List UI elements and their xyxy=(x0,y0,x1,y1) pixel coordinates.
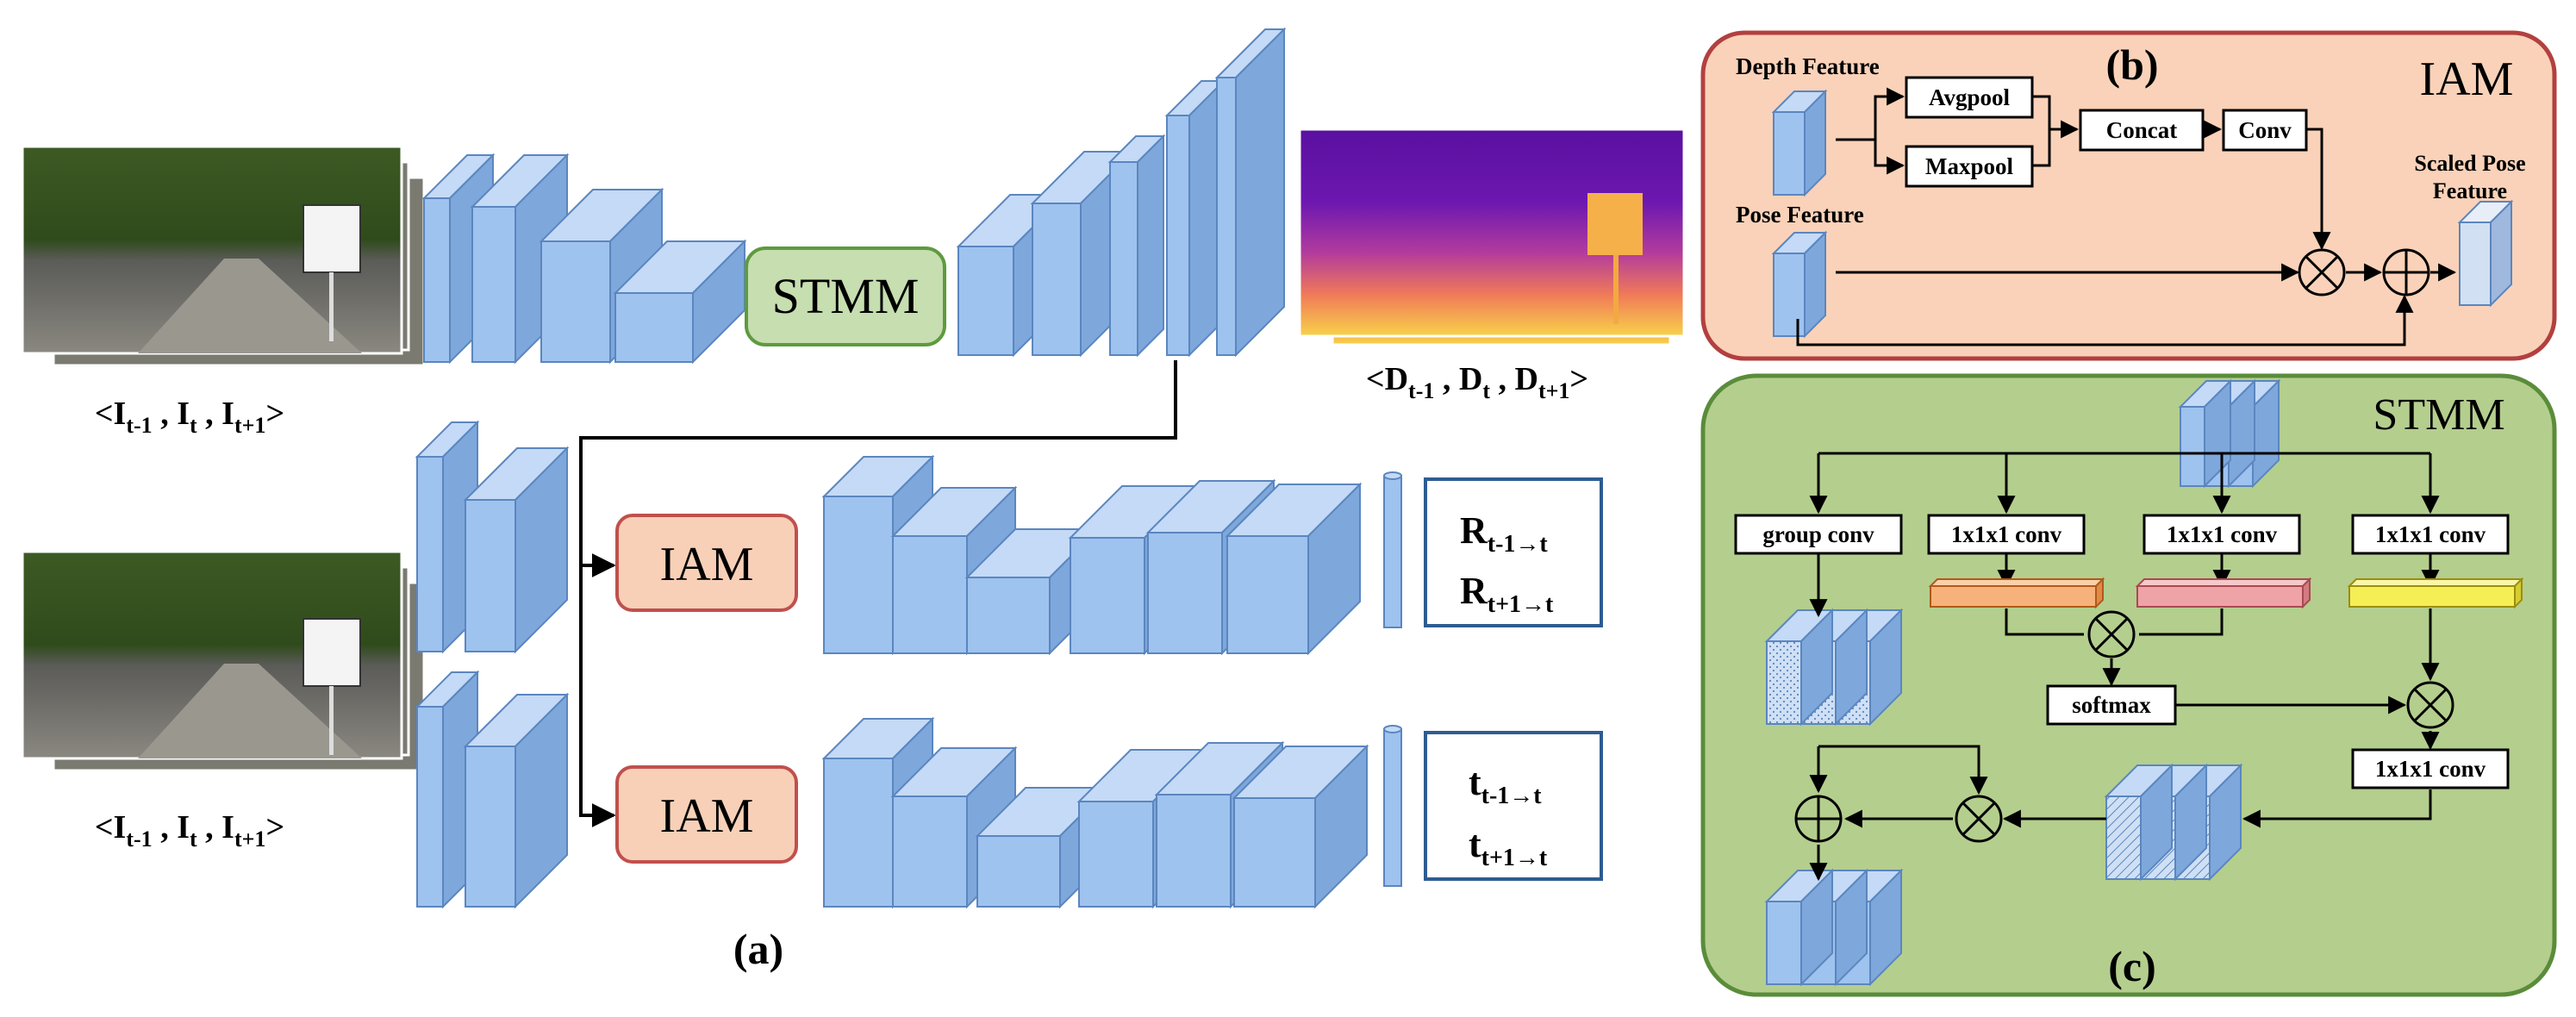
svg-text:tt+1→t: tt+1→t xyxy=(1469,823,1548,871)
translation-output-box: tt-1→t tt+1→t xyxy=(1424,731,1603,881)
scaled-pose-feature-label-1: Scaled Pose xyxy=(2414,151,2525,176)
conv-1x1x1-box-4: 1x1x1 conv xyxy=(2351,748,2510,789)
panel-c-label: (c) xyxy=(2108,942,2156,990)
svg-text:group conv: group conv xyxy=(1762,521,1874,547)
iam-top-module: IAM xyxy=(615,514,798,612)
multiply-icon xyxy=(2406,681,2454,729)
top-input-caption: <It-1 , It , It+1> xyxy=(95,396,284,438)
concat-box: Concat xyxy=(2079,109,2205,152)
panel-b-title: IAM xyxy=(2420,53,2514,106)
svg-text:Maxpool: Maxpool xyxy=(1925,153,2014,179)
rotation-vector-bar xyxy=(1383,471,1402,628)
panel-c: STMM (c) grou xyxy=(1700,373,2557,997)
conv-1x1x1-box-3: 1x1x1 conv xyxy=(2351,514,2510,555)
feature-block xyxy=(1214,27,1287,358)
depth-map-stack xyxy=(1298,128,1686,346)
iam-feature-cubes xyxy=(1771,89,2514,339)
stmm-label: STMM xyxy=(772,268,920,324)
feature-block xyxy=(463,692,570,909)
svg-text:Rt+1→t: Rt+1→t xyxy=(1460,570,1554,618)
conv-box: Conv xyxy=(2222,109,2308,152)
multiply-icon xyxy=(2298,248,2346,296)
pose-feature-cube xyxy=(1771,230,1828,339)
pose-feature-label: Pose Feature xyxy=(1736,202,1864,228)
top-input-image-stack xyxy=(21,145,426,367)
stmm-module: STMM xyxy=(745,246,946,346)
translation-vector-bar xyxy=(1383,725,1402,887)
svg-text:1x1x1 conv: 1x1x1 conv xyxy=(2167,521,2278,547)
depth-sign xyxy=(1587,193,1643,255)
panel-a: <It-1 , It , It+1> <It-1 , It , It+1> ST… xyxy=(21,27,1686,973)
add-icon xyxy=(2382,248,2430,296)
depth-feature-cube xyxy=(1771,89,1828,197)
add-icon xyxy=(1794,795,1843,843)
road-sign xyxy=(303,204,361,273)
pink-feature-bar xyxy=(2135,577,2312,609)
svg-text:Concat: Concat xyxy=(2106,117,2178,143)
feature-block xyxy=(1232,744,1369,909)
maxpool-box: Maxpool xyxy=(1905,145,2034,188)
iam-bottom-module: IAM xyxy=(615,765,798,864)
feature-block xyxy=(1225,482,1363,656)
panel-b: (b) IAM Depth Feature Pose Feature Scale… xyxy=(1700,30,2557,361)
feature-block xyxy=(463,446,570,654)
feature-block xyxy=(613,239,747,365)
conv-1x1x1-box-2: 1x1x1 conv xyxy=(2143,514,2301,555)
svg-text:Conv: Conv xyxy=(2238,117,2292,143)
feature-block xyxy=(1164,78,1226,358)
group-conv-output-cube xyxy=(1764,608,1835,727)
avgpool-box: Avgpool xyxy=(1905,76,2034,119)
depth-caption: <Dt-1 , Dt , Dt+1> xyxy=(1366,361,1588,403)
svg-text:1x1x1 conv: 1x1x1 conv xyxy=(2375,521,2486,547)
bottom-input-caption: <It-1 , It , It+1> xyxy=(95,809,284,852)
yellow-feature-bar xyxy=(2347,577,2524,609)
svg-text:1x1x1 conv: 1x1x1 conv xyxy=(2375,756,2486,782)
bottom-input-image-stack xyxy=(21,550,426,772)
iam-lines xyxy=(1796,87,2457,346)
multiply-icon xyxy=(1955,795,2003,843)
iam-top-label: IAM xyxy=(660,538,754,591)
attention-output-cube xyxy=(2104,763,2174,882)
svg-text:Rt-1→t: Rt-1→t xyxy=(1460,509,1548,558)
panel-c-title: STMM xyxy=(2373,390,2504,440)
depth-feature-label: Depth Feature xyxy=(1736,53,1880,79)
panel-a-label: (a) xyxy=(733,925,783,973)
stmm-lines xyxy=(1809,452,2440,882)
orange-feature-bar xyxy=(1928,577,2105,609)
svg-text:Avgpool: Avgpool xyxy=(1929,84,2011,110)
softmax-box: softmax xyxy=(2046,684,2177,726)
svg-text:tt-1→t: tt-1→t xyxy=(1469,761,1542,809)
svg-text:softmax: softmax xyxy=(2072,692,2151,718)
stmm-input-feature-cube xyxy=(2178,378,2233,489)
svg-text:1x1x1 conv: 1x1x1 conv xyxy=(1951,521,2062,547)
pose-network-blocks xyxy=(415,420,1369,909)
feature-block xyxy=(1030,149,1135,358)
group-conv-box: group conv xyxy=(1734,514,1903,555)
feature-block xyxy=(1107,134,1166,358)
panel-b-label: (b) xyxy=(2105,41,2158,89)
multiply-icon xyxy=(2087,610,2136,658)
iam-bottom-label: IAM xyxy=(660,789,754,843)
depth-network-blocks xyxy=(421,27,1287,365)
scaled-pose-feature-cube xyxy=(2457,199,2514,308)
stmm-feature-cubes xyxy=(1764,378,2281,987)
scaled-pose-feature-label-2: Feature xyxy=(2433,178,2507,203)
depth-to-iam-connector xyxy=(579,360,1177,827)
conv-1x1x1-box-1: 1x1x1 conv xyxy=(1927,514,2086,555)
road-sign xyxy=(303,618,361,687)
rotation-output-box: Rt-1→t Rt+1→t xyxy=(1424,477,1603,627)
